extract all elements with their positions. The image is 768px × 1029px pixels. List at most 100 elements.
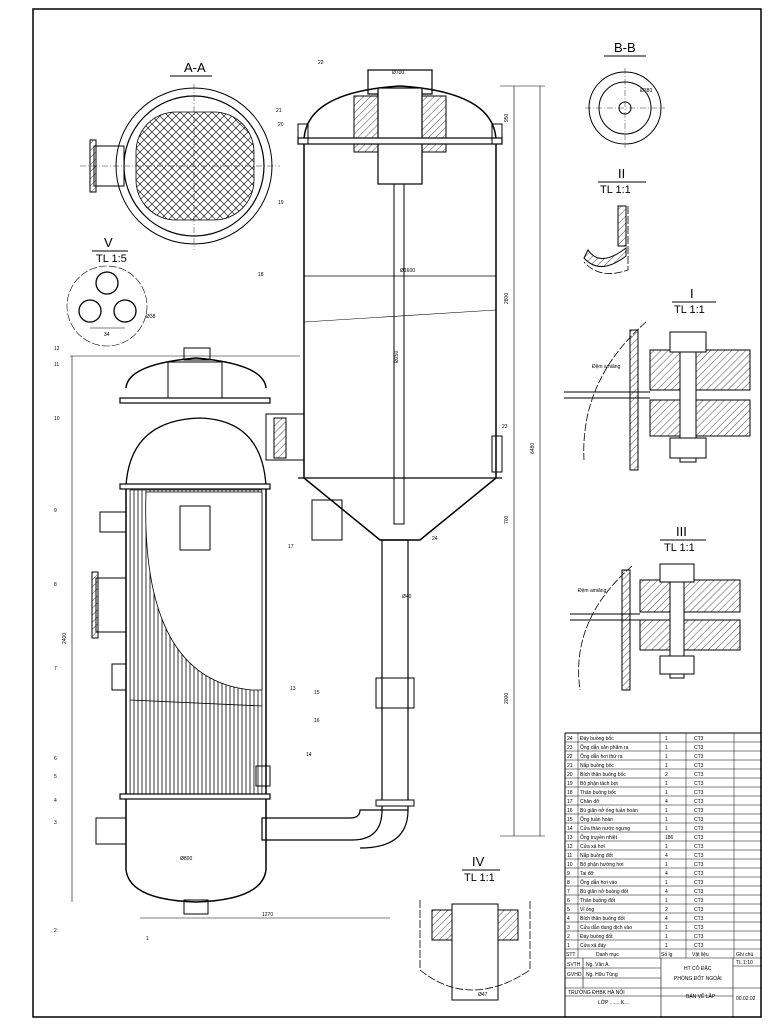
dim-total-height: 6480 <box>530 443 536 454</box>
circulation-pipe: Ø40 <box>261 539 415 849</box>
detail-ii-title: II <box>618 166 625 181</box>
parts-row-material: CT3 <box>694 763 704 769</box>
parts-row-name: Cửa xả đáy <box>580 942 606 949</box>
parts-row-name: Đáy buồng bốc <box>580 736 614 742</box>
tb-advisor-role: GVHD <box>567 972 582 978</box>
evap-top-dia: Ø700 <box>392 70 404 76</box>
tb-drawing-type: BẢN VẼ LẮP <box>686 992 716 1000</box>
parts-row-qty: 1 <box>665 862 668 868</box>
parts-row-material: CT3 <box>694 889 704 895</box>
part-leaders: 1 2 3 4 5 6 7 8 9 10 11 12 13 14 15 16 1… <box>54 60 508 942</box>
parts-row-qty: 4 <box>665 799 668 805</box>
parts-row-no: 7 <box>567 889 570 895</box>
parts-row-no: 24 <box>567 736 573 742</box>
detail-v-dia: Ø38 <box>146 314 156 320</box>
parts-row-qty: 1 <box>665 790 668 796</box>
parts-row-material: CT3 <box>694 907 704 913</box>
section-aa-view: A-A <box>80 60 280 250</box>
parts-row-material: CT3 <box>694 808 704 814</box>
detail-iii-gasket: Đệm amiăng <box>578 588 607 594</box>
parts-row-no: 12 <box>567 844 573 850</box>
detail-iv-dia: Ø47 <box>478 992 488 998</box>
parts-row-no: 6 <box>567 898 570 904</box>
parts-row-name: Vỉ ống <box>580 906 594 913</box>
evap-pipe-dia: Ø250 <box>394 351 400 363</box>
parts-row-qty: 1 <box>665 736 668 742</box>
leader-12: 12 <box>54 346 60 352</box>
detail-iii-view: III TL 1:1 Đệm amiăng <box>570 524 741 691</box>
parts-row-qty: 1 <box>665 808 668 814</box>
detail-iii-title: III <box>676 524 687 539</box>
detail-i-scale: TL 1:1 <box>674 304 705 316</box>
parts-row-name: Bích thân buồng bốc <box>580 772 626 778</box>
detail-i-gasket: Đệm amiăng <box>592 364 621 370</box>
section-bb-dia: Ø380 <box>640 88 652 94</box>
parts-row-material: CT3 <box>694 898 704 904</box>
parts-row-material: CT3 <box>694 745 704 751</box>
leader-5: 5 <box>54 774 57 780</box>
parts-row-no: 19 <box>567 781 573 787</box>
parts-row-qty: 1 <box>665 763 668 769</box>
parts-row-no: 11 <box>567 853 572 859</box>
parts-row-material: CT3 <box>694 781 704 787</box>
tb-sheet-no: 00.02.02 <box>736 996 756 1002</box>
parts-header-no: STT <box>566 952 575 958</box>
parts-row-name: Thân buồng đốt <box>580 898 616 904</box>
leader-14: 14 <box>306 752 312 758</box>
tb-class: LỚP ........K.... <box>598 999 630 1006</box>
leader-22: 22 <box>318 60 324 66</box>
section-bb-view: B-B Ø380 <box>585 40 665 148</box>
parts-row-name: Bích thân buồng đốt <box>580 916 625 922</box>
parts-row-no: 23 <box>567 745 573 751</box>
parts-row-no: 14 <box>567 826 573 832</box>
parts-row-qty: 1 <box>665 844 668 850</box>
leader-24: 24 <box>432 536 438 542</box>
parts-row-qty: 1 <box>665 925 668 931</box>
parts-row-name: Đáy buồng đốt <box>580 934 613 940</box>
parts-row-name: Cửa dẫn dung dịch vào <box>580 924 632 931</box>
parts-row-name: Ống dẫn sản phẩm ra <box>580 744 629 751</box>
detail-iv-title: IV <box>472 854 485 869</box>
leader-11: 11 <box>54 362 59 368</box>
parts-row-qty: 1 <box>665 943 668 949</box>
evap-body-dia: Ø1600 <box>400 268 415 274</box>
detail-ii-scale: TL 1:1 <box>600 184 631 196</box>
section-aa-title: A-A <box>184 60 206 75</box>
leader-1: 1 <box>146 936 149 942</box>
parts-row-qty: 1 <box>665 826 668 832</box>
tb-school: TRƯỜNG ĐHBK HÀ NỘI <box>568 989 625 996</box>
parts-row-material: CT3 <box>694 880 704 886</box>
parts-header-note: Ghi chú <box>736 952 753 958</box>
detail-i-view: I TL 1:1 Đệm amiăng <box>564 286 751 471</box>
leader-17: 17 <box>288 544 294 550</box>
parts-row-no: 22 <box>567 754 573 760</box>
detail-iv-scale: TL 1:1 <box>464 872 495 884</box>
parts-row-qty: 1 <box>665 817 668 823</box>
leader-21: 21 <box>276 108 282 114</box>
dim-top-height: 950 <box>504 113 510 122</box>
leader-23: 23 <box>502 424 508 430</box>
detail-v-scale: TL 1:5 <box>96 253 127 265</box>
parts-row-material: CT3 <box>694 925 704 931</box>
detail-v-pitch: 34 <box>104 332 110 338</box>
parts-row-qty: 1 <box>665 880 668 886</box>
leader-16: 16 <box>314 718 320 724</box>
parts-row-qty: 1 <box>665 745 668 751</box>
tb-title-1: HT CÔ ĐẶC <box>684 965 712 972</box>
dim-evap-height: 2800 <box>504 293 510 304</box>
parts-row-qty: 1 <box>665 898 668 904</box>
parts-row-no: 15 <box>567 817 573 823</box>
evaporation-chamber: Ø700 Ø1600 Ø250 950 2800 6480 700 2000 <box>265 69 545 837</box>
parts-row-no: 5 <box>567 907 570 913</box>
parts-row-name: Bộ phận hướng hơi <box>580 862 624 868</box>
pipe-dia: Ø40 <box>402 594 412 600</box>
parts-row-material: CT3 <box>694 736 704 742</box>
leader-9: 9 <box>54 508 57 514</box>
parts-header-qty: Số lg <box>661 952 673 958</box>
parts-row-name: Nắp buồng đốt <box>580 852 613 859</box>
leader-20: 20 <box>278 122 284 128</box>
parts-row-name: Cửa xả hơi <box>580 843 605 850</box>
parts-row-material: CT3 <box>694 871 704 877</box>
parts-row-name: Bù giãn nở buồng đốt <box>580 888 629 895</box>
